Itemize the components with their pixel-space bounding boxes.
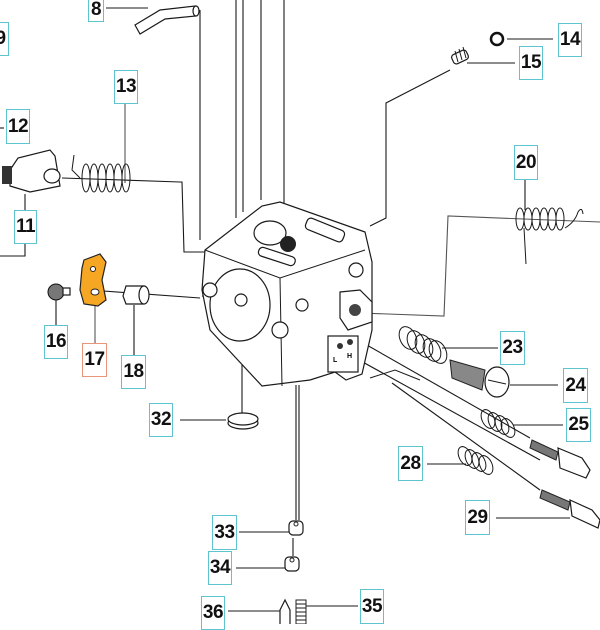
- part-8-hose: [134, 5, 200, 35]
- callout-15[interactable]: 15: [519, 46, 543, 80]
- callout-8[interactable]: 8: [88, 0, 104, 22]
- part-15-screw: [451, 46, 469, 65]
- callout-34[interactable]: 34: [208, 551, 232, 585]
- part-11-lever: [2, 149, 61, 193]
- part-13-spring: [71, 154, 131, 193]
- callout-14[interactable]: 14: [558, 23, 582, 57]
- callout-28[interactable]: 28: [398, 446, 423, 481]
- callout-20[interactable]: 20: [514, 145, 538, 180]
- part-18-bushing: [122, 285, 150, 305]
- callout-24[interactable]: 24: [563, 368, 588, 403]
- callout-16[interactable]: 16: [44, 325, 68, 359]
- callout-13[interactable]: 13: [114, 70, 138, 104]
- carburetor-body: L H: [201, 201, 421, 387]
- part-16-screw: [47, 283, 71, 301]
- part-14-o-ring: [489, 31, 505, 47]
- callout-9[interactable]: 9: [0, 22, 9, 56]
- callout-23[interactable]: 23: [500, 331, 525, 365]
- part-32-disc: [227, 412, 259, 430]
- part-29-needle-low: [539, 489, 600, 529]
- part-20-spring: [515, 207, 584, 265]
- callout-29[interactable]: 29: [465, 500, 490, 535]
- part-25-spring: [480, 409, 516, 438]
- part-26-needle-high: [529, 439, 591, 479]
- callout-35[interactable]: 35: [360, 589, 384, 624]
- part-34-plug: [284, 556, 300, 572]
- callout-11[interactable]: 11: [14, 210, 37, 244]
- body-marking-high: H: [347, 353, 352, 360]
- part-23-spring: [398, 326, 448, 364]
- part-24-screw: [449, 359, 510, 398]
- callout-36[interactable]: 36: [201, 596, 225, 630]
- callout-12[interactable]: 12: [6, 109, 30, 144]
- callout-33[interactable]: 33: [212, 515, 237, 550]
- callout-32[interactable]: 32: [149, 403, 173, 437]
- part-36-needle-valve: [279, 598, 291, 624]
- part-33-plug: [288, 520, 304, 536]
- callout-18[interactable]: 18: [121, 355, 146, 389]
- part-35-spring: [295, 599, 307, 625]
- callout-17[interactable]: 17: [82, 343, 107, 377]
- part-28-spring: [457, 446, 494, 475]
- body-marking-low: L: [333, 357, 338, 364]
- callout-25[interactable]: 25: [566, 408, 591, 442]
- part-17-plate: [79, 253, 107, 307]
